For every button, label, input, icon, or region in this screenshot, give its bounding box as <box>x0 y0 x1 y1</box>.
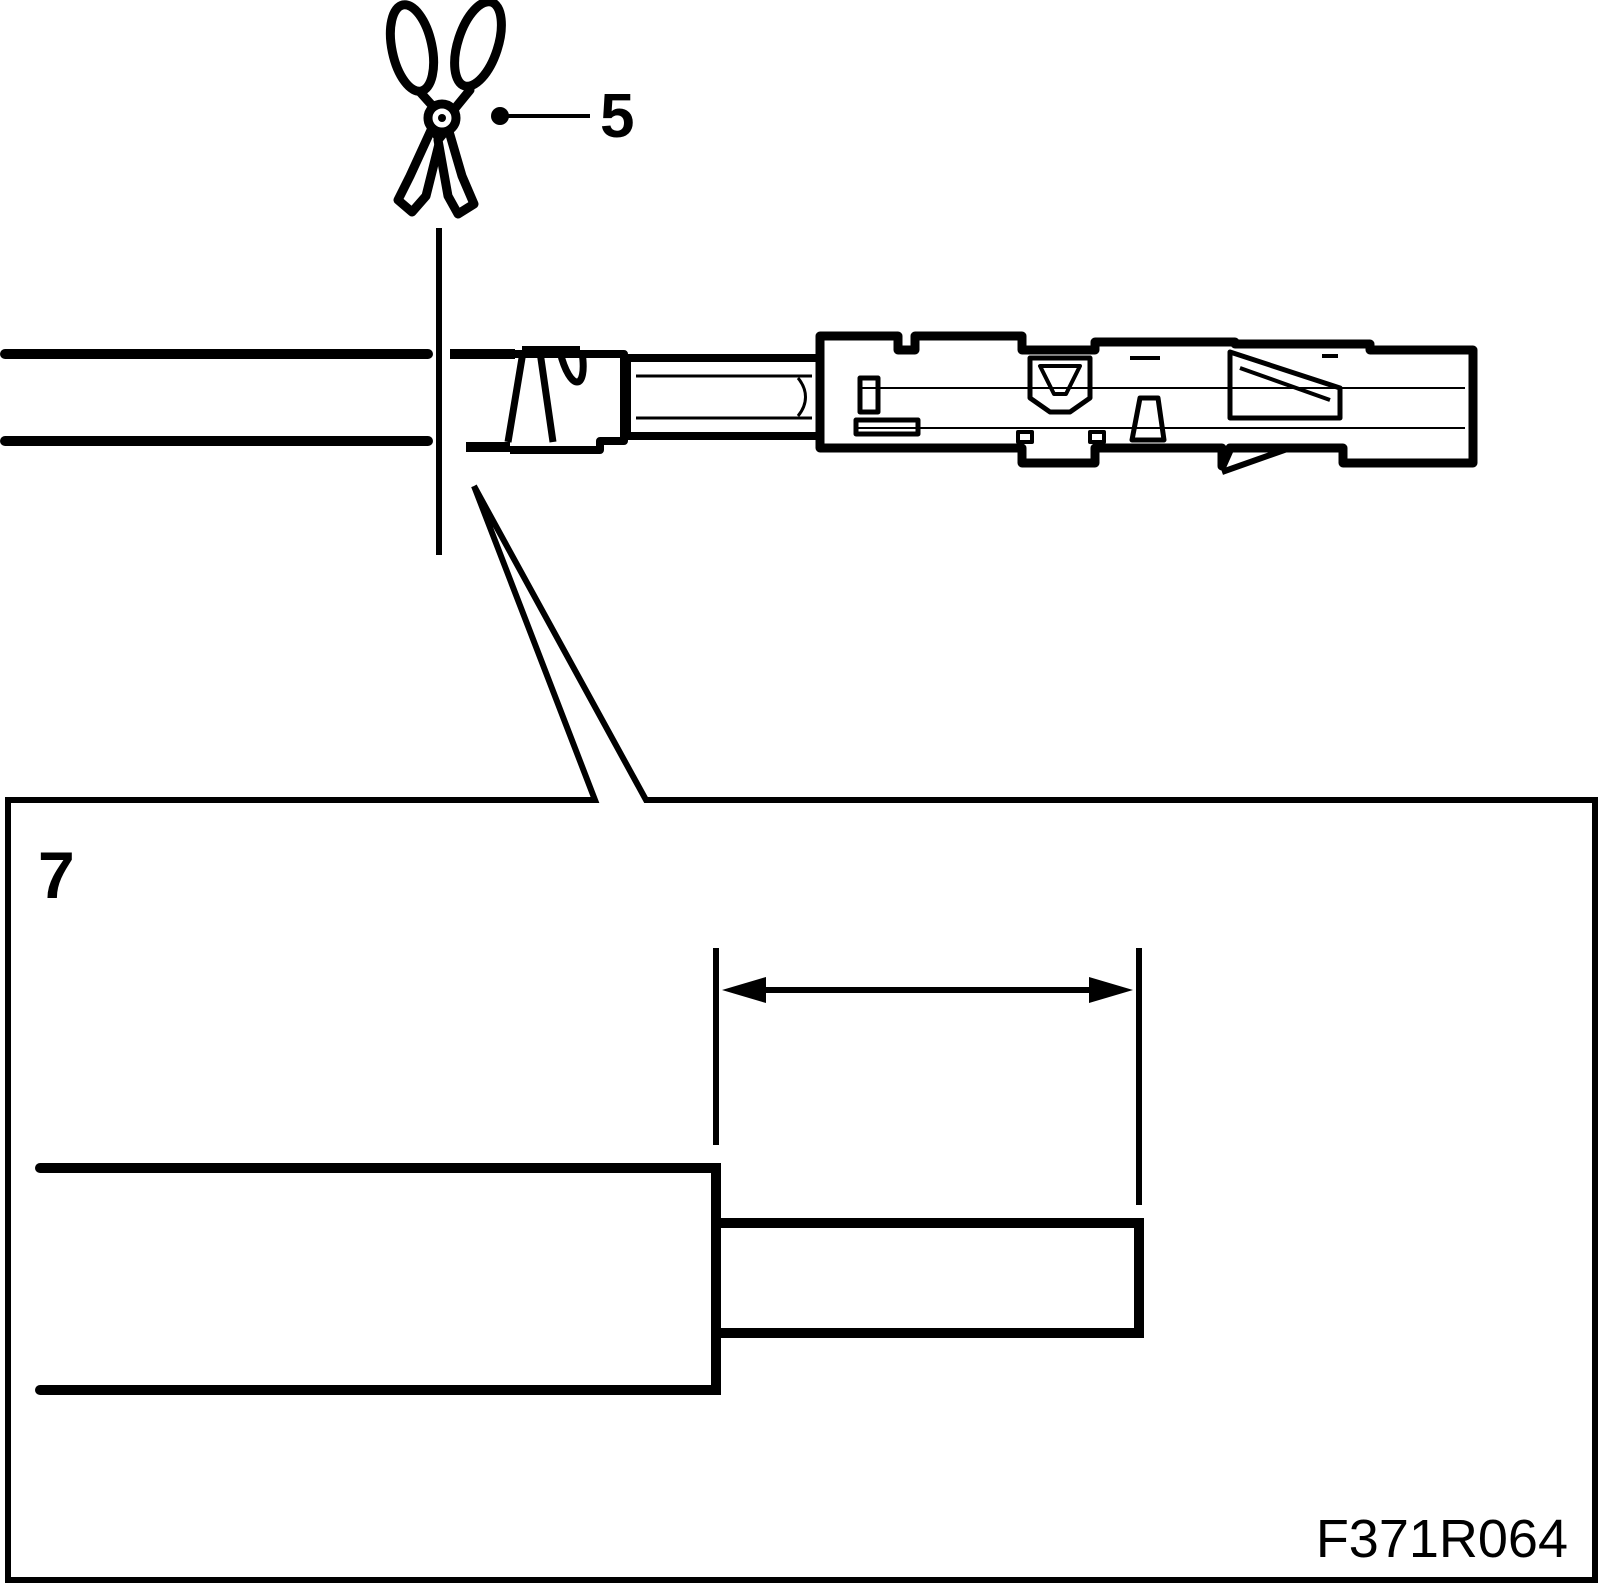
detail-number: 7 <box>38 838 75 912</box>
strip-length-dimension <box>713 948 1142 1205</box>
figure-code: F371R064 <box>1316 1509 1568 1569</box>
tool-callout-number: 5 <box>600 82 634 151</box>
scissors-icon <box>385 0 506 219</box>
detail-stripped-cable <box>35 1163 1144 1395</box>
cable-with-terminal <box>0 331 1478 475</box>
detail-leader <box>5 484 1598 1583</box>
tool-callout <box>491 107 590 125</box>
